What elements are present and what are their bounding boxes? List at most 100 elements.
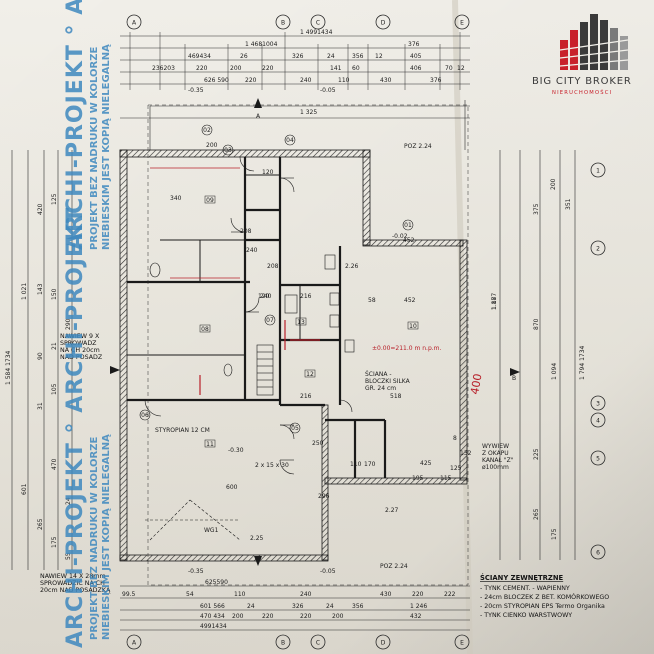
dim-value: 420 [37, 203, 44, 215]
dim-value: 470 [51, 458, 58, 470]
dim-value: 340 [170, 195, 182, 202]
wall-legend: ŚCIANY ZEWNĘTRZNE - TYNK CEMENT. - WAPIE… [480, 573, 609, 619]
brand-name: BIG CITY BROKER [532, 76, 632, 87]
dim-value: 208 [267, 263, 279, 270]
archi-projekt-watermark: ARCHI-PROJEKT ° ARCHI-PROJEKT PROJEKT BE… [63, 0, 112, 648]
dim-value: 1 325 [300, 109, 317, 116]
legend-item: - TYNK CEMENT. - WAPIENNY [480, 585, 570, 592]
dim-value: 55 [65, 552, 72, 560]
note-line: NAWIEW 9 X [60, 333, 100, 340]
watermark-line2: NIEBIESKIM JEST KOPIĄ NIELEGALNĄ [101, 434, 112, 640]
dim-value: 326 [292, 53, 304, 60]
watermark-main: ARCHI-PROJEKT ° ARCHI-PROJEKT [63, 0, 88, 250]
top-axis-label: A [132, 20, 137, 27]
floor-labels: STYROPIAN 12 CM ŚCIANA - BLOCZKI SILKA G… [155, 233, 514, 534]
dim-value: 120 [262, 169, 274, 176]
insulation-label: STYROPIAN 12 CM [155, 427, 210, 434]
dim-value: 220 [245, 77, 257, 84]
legend-item: - 20cm STYROPIAN EPS Termo Organika [480, 603, 605, 610]
dim-value: 110 [350, 461, 362, 468]
dim-value: 143 [37, 283, 44, 295]
dim-value: 200 [332, 613, 344, 620]
dim-value: 432 [410, 613, 422, 620]
gate-label: WG1 [204, 527, 219, 534]
dim-value: 625590 [205, 579, 228, 586]
dim-value: 236203 [152, 65, 175, 72]
note-line: SPROWADZIĆ NA CH [40, 578, 105, 587]
watermark-line1: PROJEKT BEZ NADRUKU W KOLORZE [89, 436, 100, 640]
poz-mark: POZ 2.24 [380, 563, 408, 570]
dim-value: 1 187 [491, 293, 498, 310]
dim-value: 600 [226, 484, 238, 491]
dim-value: 31 [37, 402, 44, 410]
dim-value: 150 [51, 288, 58, 300]
top-axis-label: B [281, 20, 285, 27]
vent-line: ø100mm [482, 464, 509, 471]
bottom-axis-label: B [281, 640, 285, 647]
top-axis-label: C [316, 20, 320, 27]
room-number: 10 [409, 323, 417, 330]
dim-value: 296 [318, 493, 330, 500]
top-ticks [129, 32, 461, 90]
room-number: 06 [141, 412, 149, 419]
logo-buildings-icon [559, 14, 629, 70]
dim-value: 1.87 [491, 296, 498, 310]
stairs [256, 344, 274, 396]
top-axis-label: D [381, 20, 386, 27]
dim-value: 518 [390, 393, 402, 400]
room-number: 04 [286, 137, 294, 144]
dim-value: 430 [380, 591, 392, 598]
dim-value: 54 [186, 591, 194, 598]
dim-value: 376 [430, 77, 442, 84]
dim-value: 220 [262, 613, 274, 620]
dim-value: 2.26 [345, 263, 359, 270]
hand-note: 400 [468, 373, 484, 396]
door-swings [144, 156, 353, 475]
right-dimension-lines [499, 150, 576, 560]
right-axis-markers: 1 2 3 4 5 6 [590, 162, 606, 560]
right-axis-label: 1 [596, 168, 600, 175]
dim-value: 265 [37, 518, 44, 530]
bottom-dimension-values: -0.35 -0.05 POZ 2.24 625590 99.5 54 110 … [122, 563, 456, 630]
elevation-mark: -0.05 [320, 87, 336, 94]
dim-value: 58 [368, 297, 376, 304]
top-dimension-lines [120, 35, 470, 150]
dim-value: 326 [292, 603, 304, 610]
dim-value: 222 [444, 591, 456, 598]
bottom-axis-label: D [381, 640, 386, 647]
note-mid-left: NAWIEW 9 X SPROWADZ NA CH 20cm NAD POSAD… [60, 333, 103, 361]
note-line: NAD POSADZ [60, 354, 103, 361]
dim-value: 265 [533, 508, 540, 520]
right-axis-label: 4 [596, 418, 600, 425]
dim-value: 24 [247, 603, 255, 610]
elevation-mark: -0.35 [188, 568, 204, 575]
note-line: SPROWADZ [60, 340, 97, 347]
room-number: 01 [404, 222, 412, 229]
dim-value: 356 [352, 603, 364, 610]
right-axis-label: 2 [596, 246, 600, 253]
dim-value: 208 [240, 228, 252, 235]
side-label: 1 794 1734 [579, 345, 586, 380]
dim-value: 601 [21, 483, 28, 495]
note-line: NAWIEW 14 X 28mm [40, 573, 106, 580]
bottom-axis-label: C [316, 640, 320, 647]
dim-value: 12 [457, 65, 465, 72]
thin-partitions [127, 174, 301, 356]
dim-value: 376 [408, 41, 420, 48]
section-letter: B [512, 375, 516, 382]
brand-tagline: NIERUCHOMOŚCI [552, 89, 612, 96]
dim-value: 4991434 [200, 623, 227, 630]
vent-line: Z OKAPU [482, 450, 509, 457]
dim-value: 216 [300, 293, 312, 300]
wall-note-title: ŚCIANA - [365, 371, 392, 378]
bottom-axis-label: E [460, 640, 464, 647]
legend-title: ŚCIANY ZEWNĘTRZNE [480, 573, 564, 582]
room-number: 11 [206, 441, 214, 448]
stair-spec: 2 x 15 x 30 [255, 462, 289, 469]
dim-value: 216 [300, 393, 312, 400]
roof-outline [147, 104, 469, 586]
dim-value: 1 094 [551, 363, 558, 380]
dim-value: 430 [380, 77, 392, 84]
dim-value: 1 246 [410, 603, 427, 610]
